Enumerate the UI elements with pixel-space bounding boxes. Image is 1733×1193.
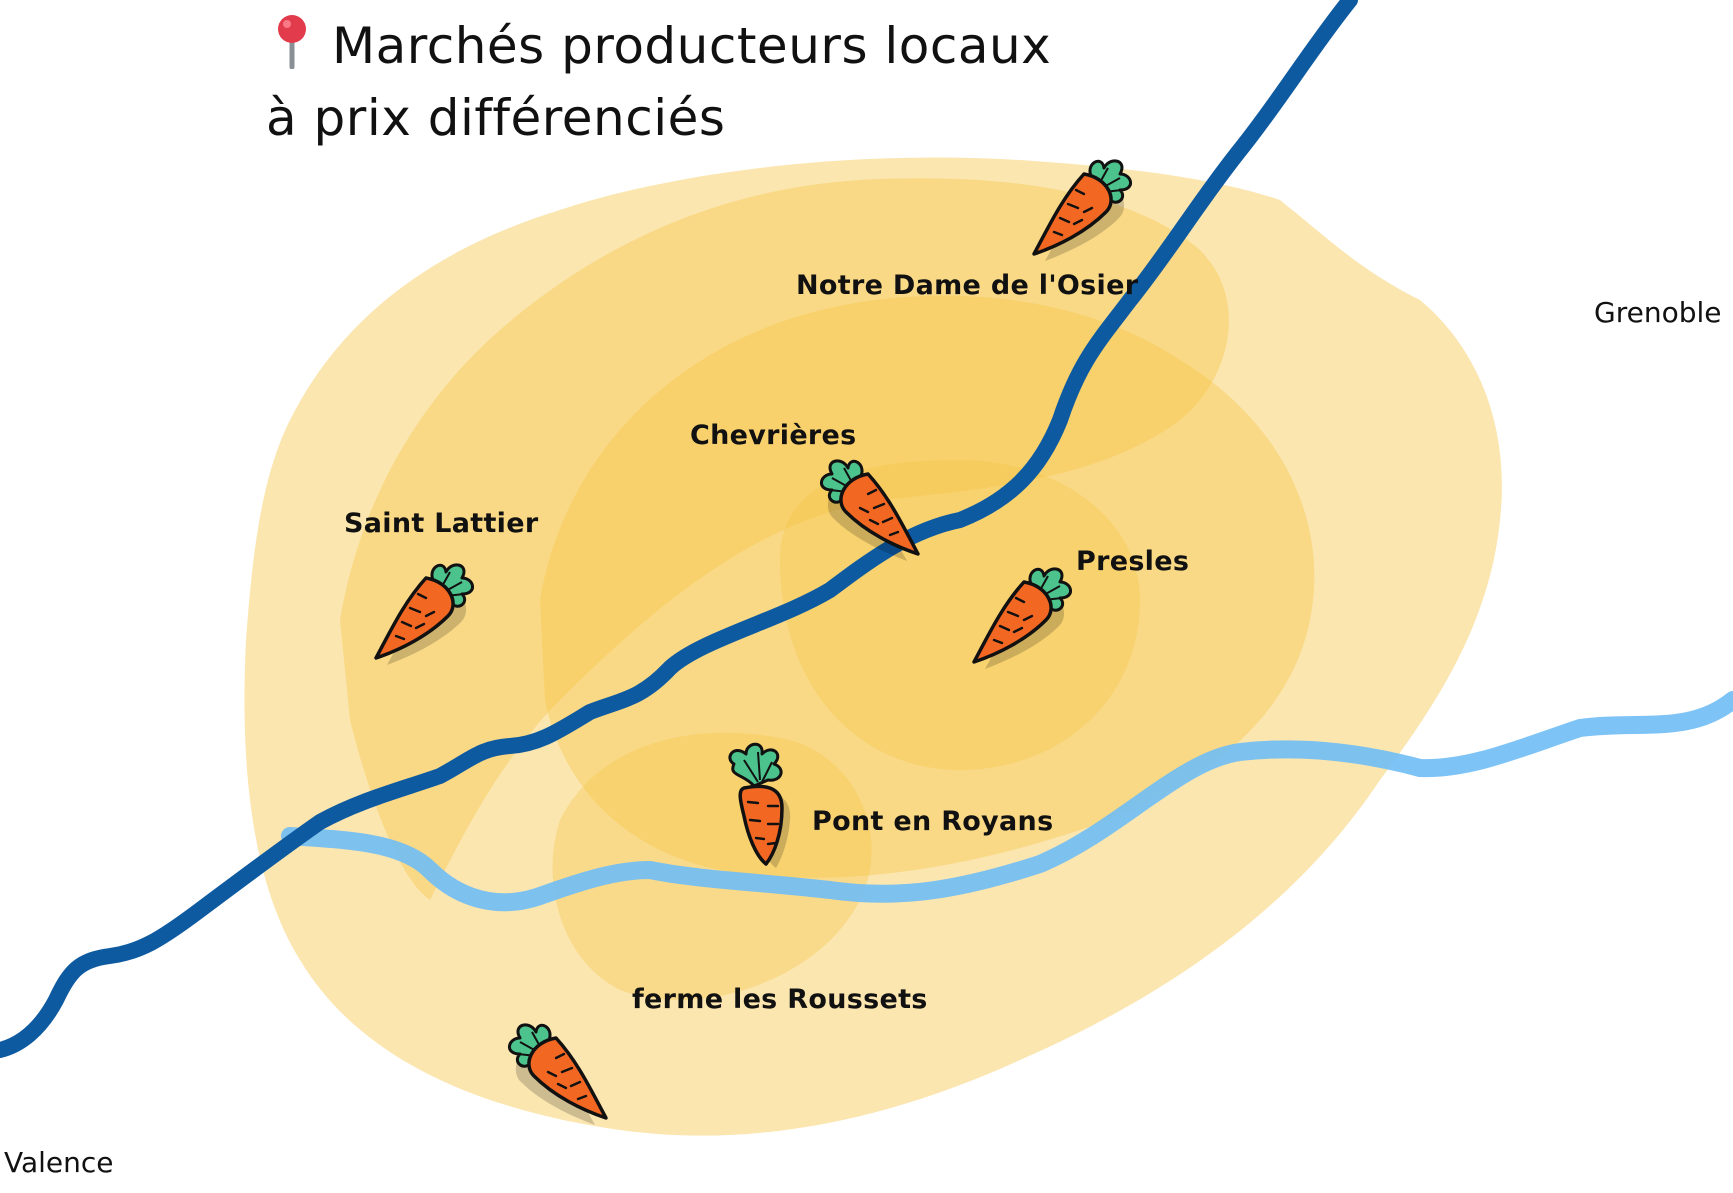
zone-west: [340, 178, 1229, 901]
zone-center: [540, 295, 1315, 878]
map-pin-icon: [272, 13, 312, 70]
river-secondary: [281, 691, 1733, 912]
market-label-notre-dame: Notre Dame de l'Osier: [796, 270, 1139, 301]
city-label-grenoble: Grenoble: [1594, 296, 1722, 329]
market-label-pont-en-royans: Pont en Royans: [812, 806, 1054, 837]
market-label-saint-lattier: Saint Lattier: [344, 508, 539, 539]
river-main: [0, 0, 1358, 1058]
zone-south: [552, 732, 872, 1000]
market-label-ferme-les-roussets: ferme les Roussets: [632, 984, 928, 1015]
market-label-chevrieres: Chevrières: [690, 420, 857, 451]
title-text-line-1: Marchés producteurs locaux: [332, 17, 1052, 75]
map-title: Marchés producteurs locaux à prix différ…: [266, 10, 1051, 154]
title-line-1: Marchés producteurs locaux: [272, 10, 1051, 82]
market-label-presles: Presles: [1076, 546, 1190, 577]
city-label-valence: Valence: [4, 1146, 114, 1179]
title-text-line-2: à prix différenciés: [266, 89, 726, 147]
